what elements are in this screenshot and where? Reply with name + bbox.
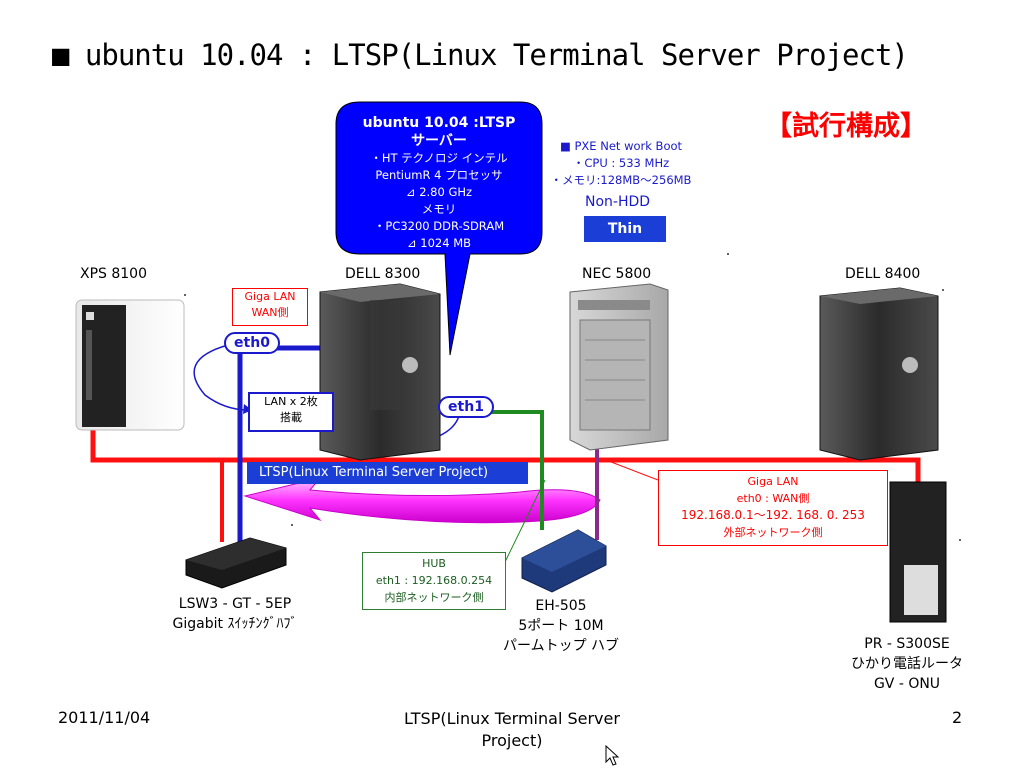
- lan-x2-line: 搭載: [280, 411, 302, 424]
- hub-box-line: eth1 : 192.168.0.254: [375, 574, 493, 587]
- server-callout-line: ⊿ 2.80 GHz: [405, 185, 473, 199]
- giga-lan-external-box: Giga LAN eth0 : WAN側 192.168.0.1～192. 16…: [658, 470, 888, 546]
- device-label-pr: PR - S300SE ひかり電話ルータ GV - ONU: [832, 634, 982, 694]
- device-label-line: PR - S300SE: [864, 636, 950, 652]
- thin-client-badge: Thin client: [584, 216, 666, 263]
- pr-router: [889, 481, 947, 623]
- server-callout-subtitle: サーバー: [411, 133, 467, 149]
- eth1-label: eth1: [438, 396, 494, 418]
- device-label-line: Gigabit ｽｲｯﾁﾝｸﾞﾊﾌﾞ: [172, 616, 298, 632]
- footer-date: 2011/11/04: [58, 708, 151, 727]
- page-title: ■ ubuntu 10.04 : LTSP(Linux Terminal Ser…: [52, 38, 909, 72]
- server-callout-title: ubuntu 10.04 :LTSP: [362, 115, 516, 131]
- lan-x2-line: LAN x 2枚: [264, 395, 318, 408]
- device-label-line: GV - ONU: [873, 676, 941, 692]
- heading-trial-config: 【試行構成】: [765, 111, 927, 142]
- footer-center-line: LTSP(Linux Terminal Server: [404, 709, 620, 728]
- server-callout-line: ⊿ 1024 MB: [406, 236, 472, 250]
- giga-lan-box-line: eth0 : WAN側: [736, 492, 810, 505]
- xps8100-pc: [75, 299, 185, 431]
- hub-box-line: HUB: [422, 557, 446, 570]
- dell8300-pc: [319, 283, 441, 461]
- server-callout-line: ・PC3200 DDR-SDRAM: [373, 219, 505, 233]
- giga-lan-wan-label: Giga LAN WAN側: [232, 288, 308, 326]
- device-label-eh505: EH-505 5ポート 10M パームトップ ハブ: [486, 596, 636, 656]
- red-wan-line: [90, 425, 921, 485]
- lsw-switch: [185, 537, 287, 589]
- pxe-line: ・メモリ:128MB～256MB: [550, 173, 692, 187]
- giga-lan-box-line: Giga LAN: [747, 475, 799, 488]
- machine-label-dell8400: DELL 8400: [845, 266, 921, 282]
- server-callout-shape: [335, 101, 543, 356]
- server-callout-line: PentiumR 4 プロセッサ: [375, 168, 503, 182]
- eh505-hub: [521, 529, 607, 593]
- giga-lan-box-line: 192.168.0.1～192. 168. 0. 253: [681, 508, 865, 522]
- device-label-line: パームトップ ハブ: [502, 638, 620, 654]
- footer-center: LTSP(Linux Terminal Server Project): [380, 708, 644, 752]
- lan-x2-label: LAN x 2枚 搭載: [248, 392, 334, 432]
- server-callout: ubuntu 10.04 :LTSP サーバー ・HT テクノロジ インテル P…: [340, 114, 538, 252]
- nec5800-pc: [569, 283, 669, 451]
- non-hdd-label: Non-HDD: [585, 194, 651, 210]
- footer-page-number: 2: [952, 708, 963, 727]
- giga-lan-box-line: 外部ネットワーク側: [723, 526, 823, 539]
- eth0-label: eth0: [224, 332, 280, 354]
- dell8400-pc: [819, 287, 939, 461]
- pxe-info: ■ PXE Net work Boot ・CPU : 533 MHz ・メモリ:…: [546, 138, 696, 189]
- hub-box: HUB eth1 : 192.168.0.254 内部ネットワーク側: [362, 552, 506, 610]
- footer-center-line: Project): [481, 731, 543, 750]
- ltsp-bar: LTSP(Linux Terminal Server Project): [247, 462, 528, 484]
- server-callout-line: メモリ: [421, 202, 457, 216]
- giga-lan-wan-line: Giga LAN: [244, 290, 296, 303]
- giga-lan-wan-line: WAN側: [251, 306, 289, 319]
- device-label-line: ひかり電話ルータ: [851, 656, 963, 672]
- ltsp-flow-arrow: [243, 477, 601, 524]
- device-label-line: 5ポート 10M: [518, 618, 604, 634]
- device-label-lsw: LSW3 - GT - 5EP Gigabit ｽｲｯﾁﾝｸﾞﾊﾌﾞ: [160, 594, 310, 634]
- pxe-line: ■ PXE Net work Boot: [559, 139, 683, 153]
- server-callout-line: ・HT テクノロジ インテル: [370, 151, 508, 165]
- pxe-line: ・CPU : 533 MHz: [572, 156, 670, 170]
- mouse-cursor-icon: [605, 745, 620, 766]
- green-eth1-line: [460, 410, 544, 460]
- machine-label-dell8300: DELL 8300: [345, 266, 421, 282]
- machine-label-nec: NEC 5800: [582, 266, 652, 282]
- hub-box-line: 内部ネットワーク側: [384, 591, 484, 604]
- device-label-line: LSW3 - GT - 5EP: [178, 596, 292, 612]
- machine-label-xps: XPS 8100: [80, 266, 147, 282]
- device-label-line: EH-505: [535, 598, 587, 614]
